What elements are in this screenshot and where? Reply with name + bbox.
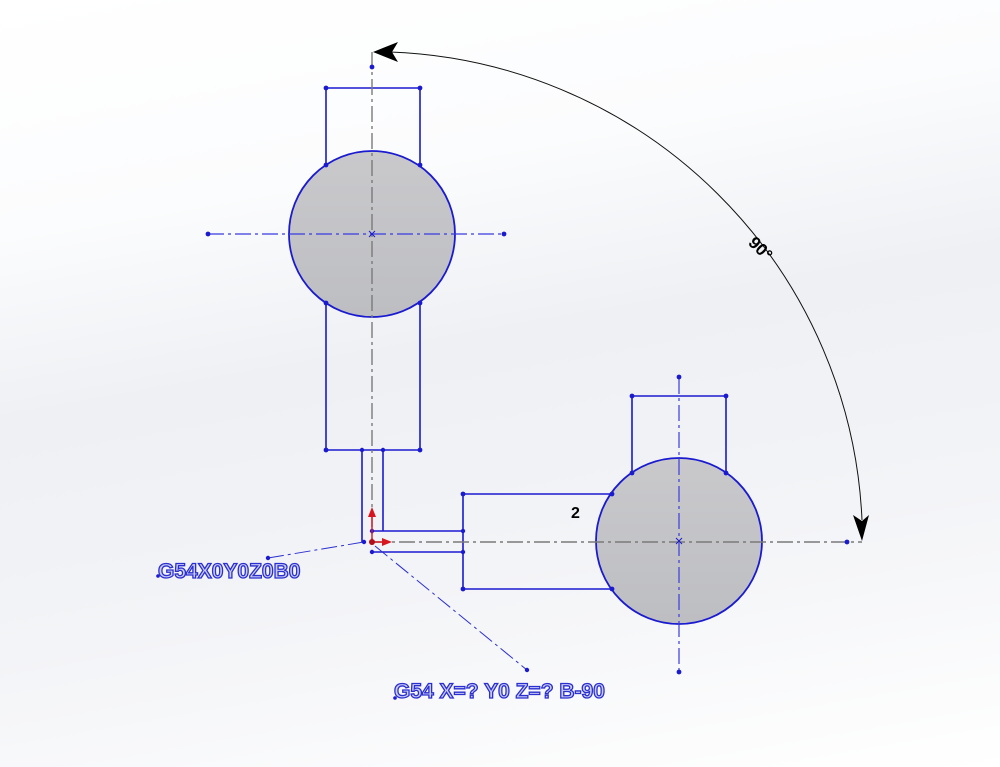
upper-center-mark <box>368 230 376 238</box>
work-offset-label-2[interactable]: G54 X=? Y0 Z=? B-90 <box>393 679 605 703</box>
part-number-label: 2 <box>571 505 580 522</box>
leader-lines <box>156 539 530 700</box>
angular-dimension[interactable] <box>373 42 869 541</box>
upper-vertices <box>205 64 507 453</box>
origin-triad-icon[interactable] <box>368 507 392 546</box>
dimension-arrow-icon <box>853 515 869 541</box>
upper-top-rect[interactable] <box>325 87 421 165</box>
work-offset-label-1[interactable]: G54X0Y0Z0B0 <box>157 559 301 583</box>
part-position-2[interactable] <box>369 374 862 675</box>
part-position-1[interactable] <box>205 52 507 545</box>
dimension-arrow-icon <box>373 42 398 62</box>
upper-bottom-rect[interactable] <box>325 303 421 451</box>
right-center-mark <box>675 537 683 545</box>
right-vertices <box>369 374 850 675</box>
right-top-rect[interactable] <box>631 395 727 473</box>
